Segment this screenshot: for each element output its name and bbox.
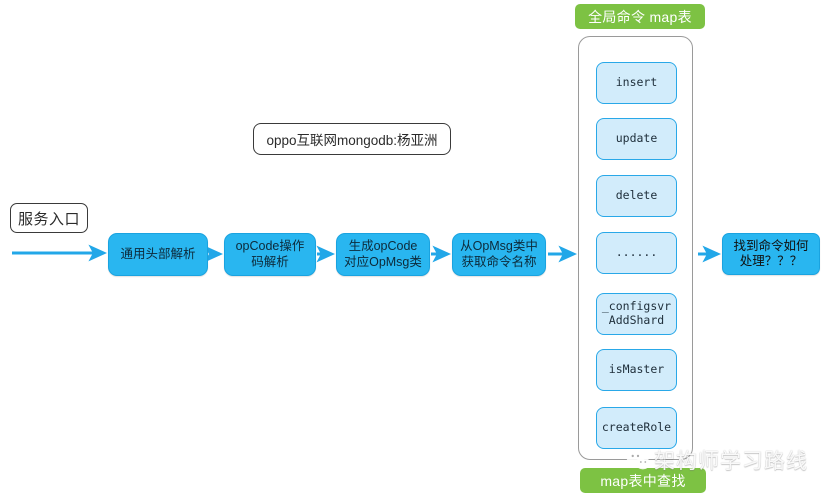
- map-panel-bottom-label: map表中查找: [580, 468, 706, 493]
- flow-step-3-label: 生成opCode 对应OpMsg类: [344, 239, 422, 269]
- flow-step-1[interactable]: 通用头部解析: [108, 233, 208, 276]
- flow-step-4-label: 从OpMsg类中 获取命令名称: [460, 239, 538, 269]
- flow-step-4[interactable]: 从OpMsg类中 获取命令名称: [452, 233, 546, 276]
- flow-step-2[interactable]: opCode操作 码解析: [224, 233, 316, 276]
- map-item-ismaster[interactable]: isMaster: [596, 349, 677, 391]
- flow-step-2-label: opCode操作 码解析: [235, 239, 305, 269]
- map-item-configsvr-addshard[interactable]: _configsvr AddShard: [596, 293, 677, 335]
- map-item-update[interactable]: update: [596, 118, 677, 160]
- map-item-ellipsis[interactable]: ......: [596, 232, 677, 274]
- author-title-box: oppo互联网mongodb:杨亚洲: [253, 123, 451, 155]
- map-item-delete-label: delete: [615, 188, 658, 203]
- map-item-createrole[interactable]: createRole: [596, 407, 677, 449]
- map-item-createrole-label: createRole: [601, 420, 672, 435]
- flow-step-3[interactable]: 生成opCode 对应OpMsg类: [336, 233, 430, 276]
- flow-step-1-label: 通用头部解析: [120, 246, 196, 261]
- map-item-delete[interactable]: delete: [596, 175, 677, 217]
- map-panel-top-label-text: 全局命令 map表: [588, 8, 692, 25]
- map-item-ismaster-label: isMaster: [608, 362, 665, 377]
- author-title-label: oppo互联网mongodb:杨亚洲: [266, 133, 438, 148]
- map-item-insert[interactable]: insert: [596, 62, 677, 104]
- result-box-label: 找到命令如何 处理？？？: [733, 238, 809, 268]
- map-item-update-label: update: [615, 131, 658, 146]
- result-box[interactable]: 找到命令如何 处理？？？: [722, 233, 820, 275]
- entry-point-label: 服务入口: [17, 210, 80, 228]
- map-item-configsvr-addshard-label: _configsvr AddShard: [601, 299, 672, 327]
- entry-point-box: 服务入口: [10, 203, 88, 233]
- map-panel-top-label: 全局命令 map表: [575, 4, 705, 29]
- map-panel-bottom-label-text: map表中查找: [600, 472, 686, 489]
- command-map-container: insert update delete ...... _configsvr A…: [578, 36, 693, 460]
- map-item-ellipsis-label: ......: [615, 245, 658, 260]
- map-item-insert-label: insert: [615, 75, 658, 90]
